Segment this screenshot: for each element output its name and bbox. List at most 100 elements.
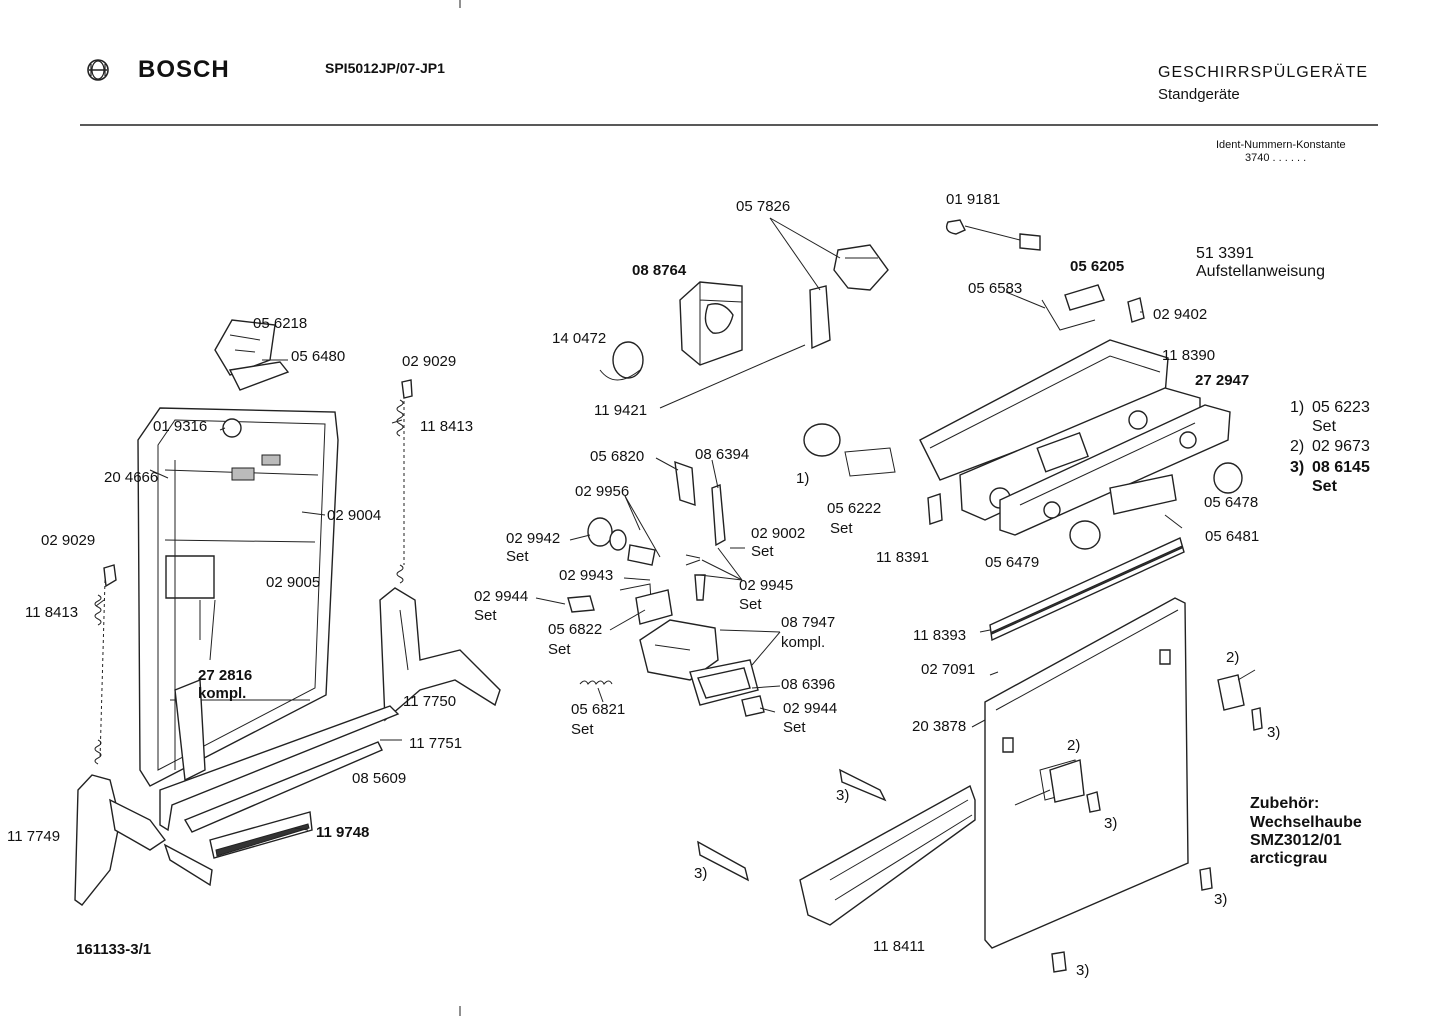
part-label-056480: 05 6480 [291,348,346,365]
door-switch-drawing-057826 [810,245,888,348]
part-label-119748: 11 9748 [316,824,370,841]
part-label-056222: 05 6222 [827,500,882,517]
part-label-029004: 02 9004 [327,507,382,524]
knob-drawing-056479 [1070,521,1100,549]
spring-drawing-056821 [580,681,612,684]
part-label-ref-2-door: 2) [1067,737,1081,754]
hinge-bracket-drawing-029673-a [1218,670,1255,710]
ident-number-title: Ident-Nummern-Konstante [1216,139,1346,151]
part-label-ref-3-door: 3) [1104,815,1118,832]
part-label-118391: 11 8391 [876,549,930,566]
part-label-ref-2-right: 2) [1226,649,1240,666]
clip-drawing-086145-c [1200,868,1212,890]
foot-clip-drawing-a [840,770,885,800]
cable-drawing-119421 [660,345,805,408]
knob-drawing-140472 [600,342,643,380]
part-label-272816-kompl: kompl. [198,685,247,702]
part-label-118393: 11 8393 [913,627,967,644]
drawing-number: 161133-3/1 [76,941,152,958]
part-label-ref-3-edge: 3) [1214,891,1228,908]
part-label-029944-right-set: Set [783,719,806,736]
part-label-029944-left-set: Set [474,607,497,624]
legend-part-1: 05 6223 [1312,399,1370,416]
part-label-029944-left: 02 9944 [474,588,529,605]
legend-ref-1: 1) [1290,399,1305,416]
bottom-rails-drawing [160,706,398,858]
part-label-087947-kompl: kompl. [781,634,826,651]
hinge-spring-right-drawing [397,380,412,583]
legend-suffix-3: Set [1312,478,1337,495]
switch-assembly-drawing-087947 [640,620,758,705]
left-hinge-drawing [75,775,212,905]
part-label-019181: 01 9181 [946,191,1001,208]
part-label-056218: 05 6218 [253,315,308,332]
part-label-ref-3-right: 3) [1267,724,1281,741]
door-latch-drawing [215,320,288,437]
legend-part-2: 02 9673 [1312,438,1370,455]
part-label-029402: 02 9402 [1153,306,1208,323]
part-label-086394: 08 6394 [695,446,750,463]
part-label-029002-set: Set [751,543,774,560]
part-label-056821-set: Set [571,721,594,738]
part-label-056479: 05 6479 [985,554,1040,571]
accessory-line-1: Wechselhaube [1250,814,1362,831]
part-label-056821: 05 6821 [571,701,626,718]
accessory-line-3: arcticgrau [1250,850,1328,867]
legend-part-3: 08 6145 [1312,459,1370,476]
part-label-029942-set: Set [506,548,529,565]
part-label-057826: 05 7826 [736,198,791,215]
legend-suffix-1: Set [1312,418,1337,435]
door-handle-rail-drawing-118411 [800,786,975,925]
part-label-ref-3-foot: 3) [694,865,708,882]
part-label-085609: 08 5609 [352,770,407,787]
valve-drawing-029942 [588,518,655,565]
leader-lines [96,218,1182,830]
part-label-029956: 02 9956 [575,483,630,500]
part-label-029945-set: Set [739,596,762,613]
part-label-ref-3-bottom: 3) [1076,962,1090,979]
aufstell-text: Aufstellanweisung [1196,263,1325,280]
part-label-056205: 05 6205 [1070,258,1125,275]
gasket-drawing-029943 [620,584,672,624]
part-label-056478: 05 6478 [1204,494,1259,511]
ident-number-value: 3740 . . . . . . [1245,152,1307,164]
bracket-drawing-056820 [675,462,725,545]
clip-drawing-086145-d [1052,952,1066,972]
clip-drawing-086145-a [1252,708,1262,730]
accessory-line-2: SMZ3012/01 [1250,832,1342,849]
plug-drawing-029944 [568,596,764,716]
cam-drawing-056222 [804,424,895,476]
bosch-armature-logo-icon [88,60,108,80]
part-label-087947: 08 7947 [781,614,836,631]
part-label-ref-3-clip: 3) [836,787,850,804]
right-hinge-drawing [380,588,500,720]
trim-strip-drawing-118393 [990,538,1184,640]
knob-drawing-056478 [1214,463,1242,493]
part-label-272947: 27 2947 [1195,372,1250,389]
legend-ref-2: 2) [1290,438,1305,455]
outer-door-panel-drawing [985,598,1188,948]
screws-drawing-029945 [686,555,705,600]
part-label-029005: 02 9005 [266,574,321,591]
part-label-029942: 02 9942 [506,530,561,547]
part-label-056583: 05 6583 [968,280,1023,297]
part-label-118413-top: 11 8413 [420,418,474,435]
part-label-119421: 11 9421 [594,402,648,419]
part-label-029944-right: 02 9944 [783,700,838,717]
category-subtitle: Standgeräte [1158,86,1240,103]
part-label-019316: 01 9316 [153,418,208,435]
part-label-029943: 02 9943 [559,567,614,584]
part-label-117749: 11 7749 [7,828,61,845]
part-label-140472: 14 0472 [552,330,607,347]
part-label-118413-left: 11 8413 [25,604,79,621]
part-label-117751: 11 7751 [409,735,463,752]
part-label-056481: 05 6481 [1205,528,1260,545]
hinge-bracket-drawing-029673-b [1015,760,1084,805]
control-panel-drawing [920,340,1230,535]
part-label-118390: 11 8390 [1162,347,1216,364]
handle-drawing-056481 [1110,475,1176,514]
part-label-029029-left: 02 9029 [41,532,96,549]
part-label-ref-1: 1) [796,470,810,487]
inner-door-frame-drawing [138,408,338,786]
category-title: GESCHIRRSPÜLGERÄTE [1158,64,1369,81]
